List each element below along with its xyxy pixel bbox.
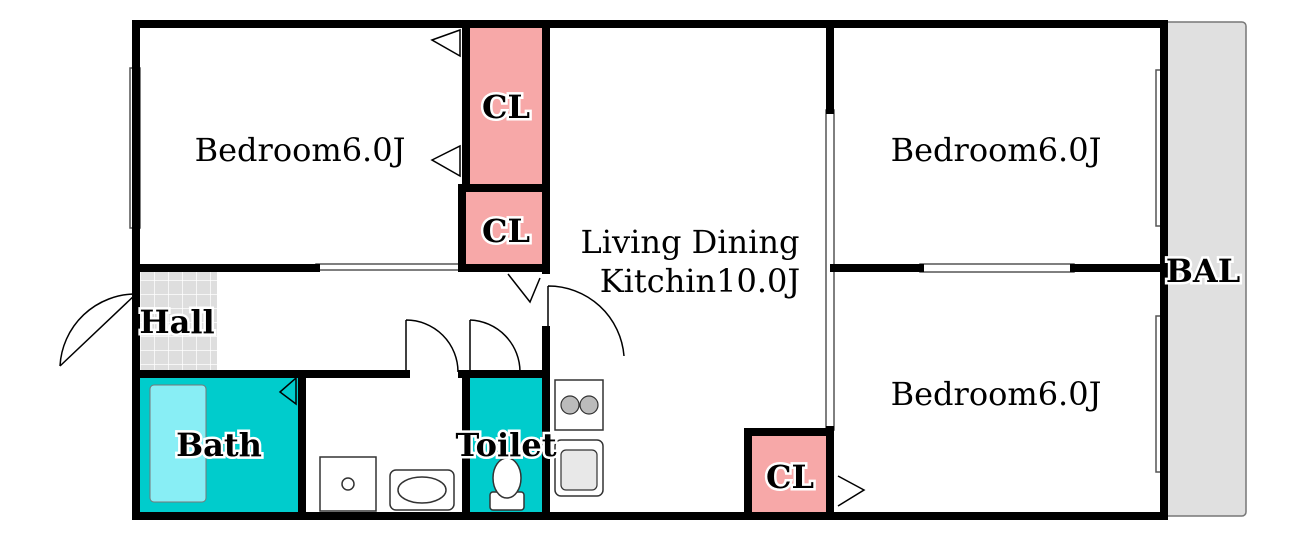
wash-basin-bowl xyxy=(397,476,447,504)
ldk-label-line2: Kitchin10.0J xyxy=(600,262,800,300)
kitchen-sink-basin xyxy=(560,449,598,491)
burner-right xyxy=(579,395,599,415)
closet-top-fill xyxy=(470,24,544,186)
toilet-bowl xyxy=(492,457,522,499)
bedroom-ne-label: Bedroom6.0J xyxy=(891,131,1102,169)
hall-label: Hall xyxy=(139,303,214,341)
closet-top-label: CL xyxy=(482,88,530,126)
wash-basin xyxy=(389,469,455,511)
doors xyxy=(59,28,866,507)
closet-bottom-label: CL xyxy=(766,458,814,496)
burner-left xyxy=(560,395,580,415)
balcony-label: BAL xyxy=(1166,252,1240,290)
walls xyxy=(132,20,1168,520)
toilet-label: Toilet xyxy=(456,426,557,464)
washing-machine xyxy=(319,456,377,512)
bath-label: Bath xyxy=(176,426,262,464)
window-bedroom-divider xyxy=(919,263,1075,273)
closet-bottom-fill xyxy=(750,433,830,515)
bedroom-se-label: Bedroom6.0J xyxy=(891,375,1102,413)
closet-mid-label: CL xyxy=(482,212,530,250)
sliding-door-hall xyxy=(315,263,463,271)
hall-tile-floor xyxy=(137,270,217,374)
bedroom-nw-label: Bedroom6.0J xyxy=(195,131,406,169)
closet-mid-fill xyxy=(466,192,544,266)
bathtub xyxy=(149,384,207,503)
washing-machine-drain xyxy=(341,477,355,491)
ldk-label-line1: Living Dining xyxy=(581,223,800,261)
